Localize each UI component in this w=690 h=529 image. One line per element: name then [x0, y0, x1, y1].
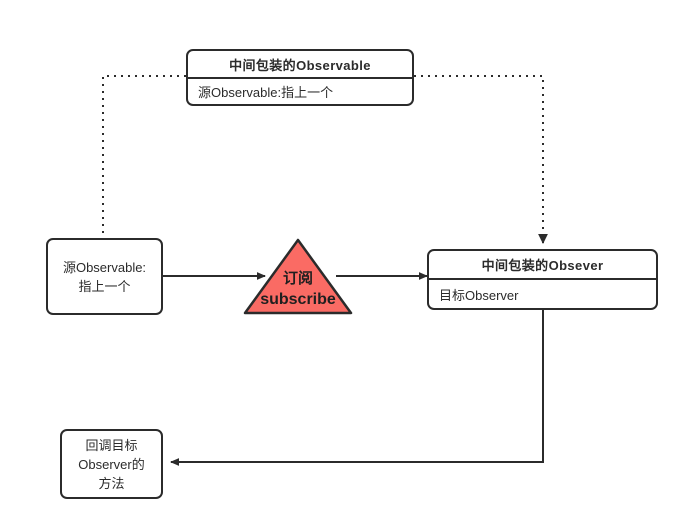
node-wrapped-observer-title: 中间包装的Obsever	[429, 251, 656, 280]
node-source-observable-line1: 源Observable:	[62, 259, 147, 275]
edge-wrapped-observable-to-source	[102, 75, 186, 238]
node-source-observable-line2: 指上一个	[78, 278, 131, 294]
node-wrapped-observer-body: 目标Observer	[439, 287, 519, 303]
node-wrapped-observable[interactable]: 中间包装的Observable 源Observable:指上一个	[186, 49, 414, 106]
node-source-observable[interactable]: 源Observable: 指上一个	[46, 238, 163, 315]
node-wrapped-observable-body: 源Observable:指上一个	[198, 85, 334, 100]
subscribe-triangle-shape	[243, 238, 353, 315]
node-callback-method-line2: Observer的	[78, 456, 145, 472]
node-callback-method-line3: 方法	[98, 475, 125, 491]
node-wrapped-observer[interactable]: 中间包装的Obsever 目标Observer	[427, 249, 658, 310]
node-subscribe-triangle[interactable]: 订阅 subscribe	[243, 238, 353, 315]
node-callback-method[interactable]: 回调目标 Observer的 方法	[60, 429, 163, 499]
edge-wrapped-observer-to-callback	[170, 310, 544, 466]
node-wrapped-observable-title: 中间包装的Observable	[188, 51, 412, 79]
edge-wrapped-observable-to-wrapped-observer	[414, 75, 548, 244]
node-callback-method-line1: 回调目标	[85, 437, 138, 453]
